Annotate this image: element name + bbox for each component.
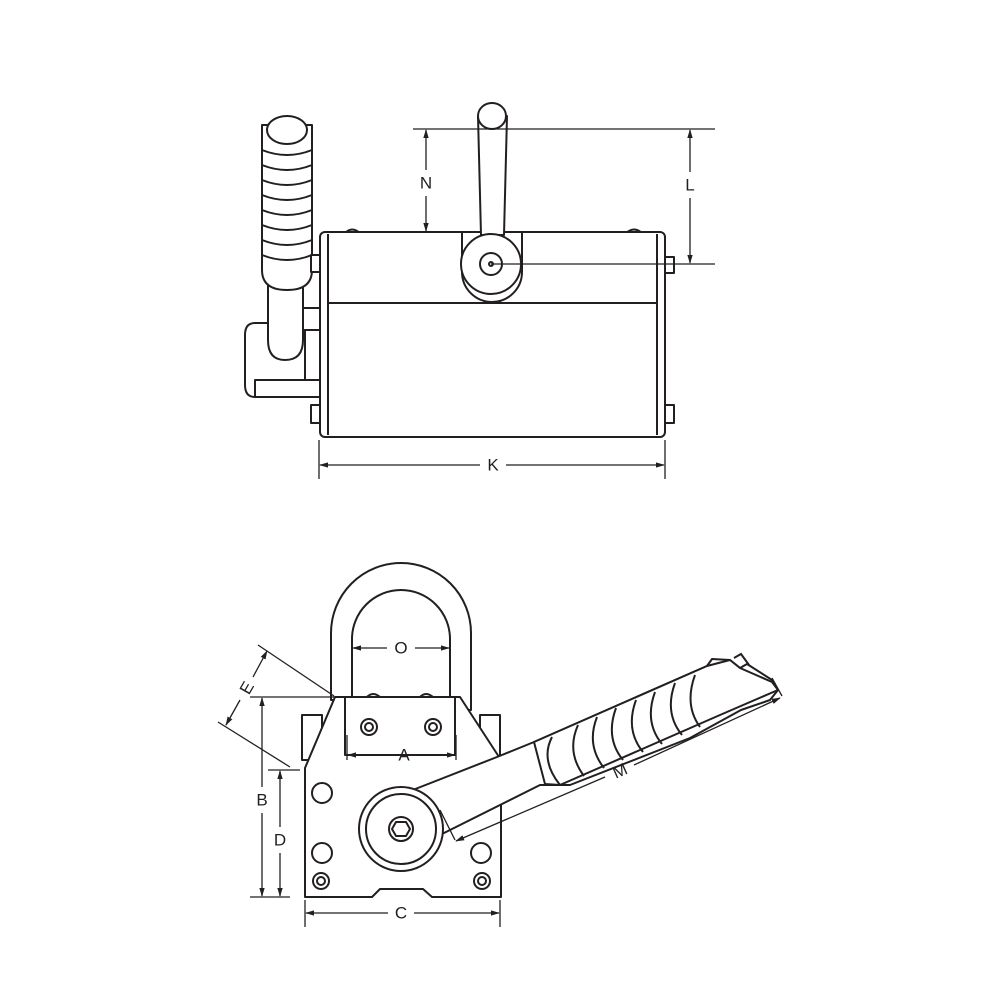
lifting-shackle bbox=[330, 562, 472, 711]
dimension-label-d: D bbox=[274, 831, 286, 850]
side-view: N L K bbox=[244, 102, 715, 479]
front-view: O E A B D C M bbox=[217, 562, 783, 927]
dimension-lines-top bbox=[318, 128, 715, 479]
dimension-label-b: B bbox=[256, 791, 267, 810]
dimension-label-c: C bbox=[395, 904, 407, 923]
handle-grip-ribs bbox=[261, 149, 313, 261]
release-handle bbox=[358, 652, 779, 872]
dimension-label-o: O bbox=[394, 639, 407, 658]
dimension-label-e: E bbox=[236, 678, 258, 697]
hex-socket-icon bbox=[391, 821, 411, 837]
side-handle bbox=[244, 115, 321, 398]
screws bbox=[311, 718, 492, 890]
dimension-label-k: K bbox=[487, 456, 499, 475]
dimension-label-a: A bbox=[398, 746, 410, 765]
magnet-body bbox=[319, 231, 666, 438]
release-lever bbox=[460, 102, 523, 303]
dimension-label-n: N bbox=[420, 174, 432, 193]
dimension-label-m: M bbox=[610, 759, 631, 782]
dimension-lines-front bbox=[217, 644, 783, 927]
dimension-label-l: L bbox=[685, 176, 694, 195]
